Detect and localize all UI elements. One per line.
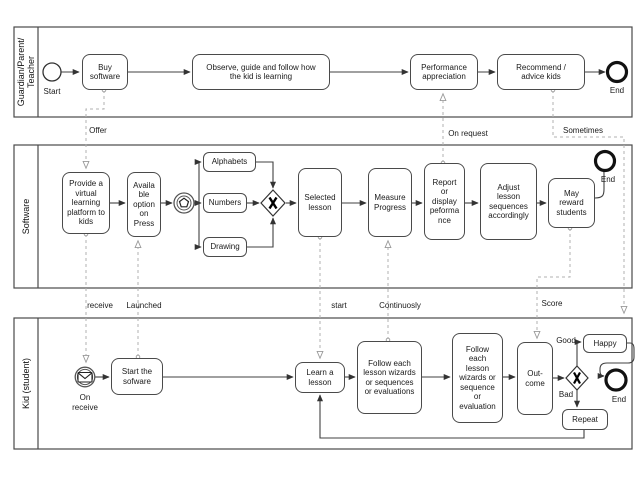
start-event[interactable]	[42, 62, 62, 82]
task-alphabets[interactable]: Alphabets	[203, 152, 256, 172]
flow-label-continuosly: Continuosly	[379, 301, 421, 310]
lane-title-kid: Kid (student)	[20, 357, 31, 410]
task-performance-appreciation[interactable]: Performance appreciation	[410, 54, 478, 90]
task-buy-software[interactable]: Buy software	[82, 54, 128, 90]
flow-happy-to-end	[597, 342, 635, 379]
x-gateway-icon	[268, 196, 278, 210]
end-event-kid[interactable]	[604, 368, 628, 392]
flow-label-score: Score	[541, 299, 563, 308]
task-report-display[interactable]: Report or display peforma nce	[424, 163, 465, 240]
task-follow-each-1[interactable]: Follow each lesson wizards or sequences …	[357, 341, 422, 414]
flow-label-offer: Offer	[89, 126, 107, 135]
exclusive-gateway-lessons[interactable]	[260, 189, 286, 217]
task-available-option[interactable]: Availa ble option on Press	[127, 172, 161, 237]
flow-label-sometimes: Sometimes	[562, 126, 604, 135]
flow-label-start: start	[331, 301, 347, 310]
flow-event-to-drawing	[194, 202, 202, 250]
task-may-reward[interactable]: May reward students	[548, 178, 595, 228]
flow-drawing-to-gateway	[247, 217, 276, 248]
start-event-label: Start	[43, 87, 61, 96]
message-score	[537, 228, 570, 338]
flow-label-launched: Launched	[126, 301, 162, 310]
x-gateway-icon	[573, 371, 581, 385]
message-flows	[86, 90, 624, 362]
end-software-label: End	[600, 175, 616, 184]
sequence-flows	[61, 69, 635, 439]
flow-label-receive: receive	[87, 301, 113, 310]
task-measure-progress[interactable]: Measure Progress	[368, 168, 412, 237]
flow-alphabets-to-gateway	[256, 161, 276, 189]
flow-label-good: Good	[556, 336, 576, 345]
flow-repeat-to-learn	[317, 394, 585, 439]
envelope-icon	[77, 371, 93, 383]
task-start-software[interactable]: Start the sofware	[111, 358, 163, 395]
task-drawing[interactable]: Drawing	[203, 237, 247, 257]
pentagon-icon	[178, 197, 190, 208]
task-learn-lesson[interactable]: Learn a lesson	[295, 362, 345, 393]
flow-label-bad: Bad	[558, 390, 574, 399]
exclusive-gateway-outcome[interactable]	[565, 365, 589, 391]
message-receive-event[interactable]	[74, 366, 96, 388]
flow-event-to-alphabets	[194, 159, 202, 204]
task-observe-guide[interactable]: Observe, guide and follow how the kid is…	[192, 54, 330, 90]
lane-title-guardian: Guardian/Parent/ Teacher	[15, 37, 36, 107]
message-sometimes	[553, 90, 624, 313]
message-offer	[86, 90, 104, 168]
lane-guardian-frame	[13, 26, 633, 118]
task-follow-each-2[interactable]: Follow each lesson wizards or sequence o…	[452, 333, 503, 423]
task-repeat[interactable]: Repeat	[562, 409, 608, 430]
end-event-software[interactable]	[593, 149, 617, 173]
task-happy[interactable]: Happy	[583, 334, 627, 353]
on-receive-label: On receive	[72, 393, 98, 412]
task-selected-lesson[interactable]: Selected lesson	[298, 168, 342, 237]
end-event-guardian[interactable]	[605, 60, 629, 84]
intermediate-event[interactable]	[173, 192, 195, 214]
task-provide-platform[interactable]: Provide a virtual learning platform to k…	[62, 172, 110, 234]
flow-label-on-request: On request	[448, 129, 488, 138]
end-guardian-label: End	[609, 86, 625, 95]
end-kid-label: End	[611, 395, 627, 404]
flow-gateway-good-to-happy	[574, 339, 582, 366]
lane-title-software: Software	[20, 198, 31, 235]
task-outcome[interactable]: Out- come	[517, 342, 553, 415]
task-recommend-advice[interactable]: Recommend / advice kids	[497, 54, 585, 90]
task-numbers[interactable]: Numbers	[203, 193, 247, 213]
task-adjust-lesson[interactable]: Adjust lesson sequences accordingly	[480, 163, 537, 240]
